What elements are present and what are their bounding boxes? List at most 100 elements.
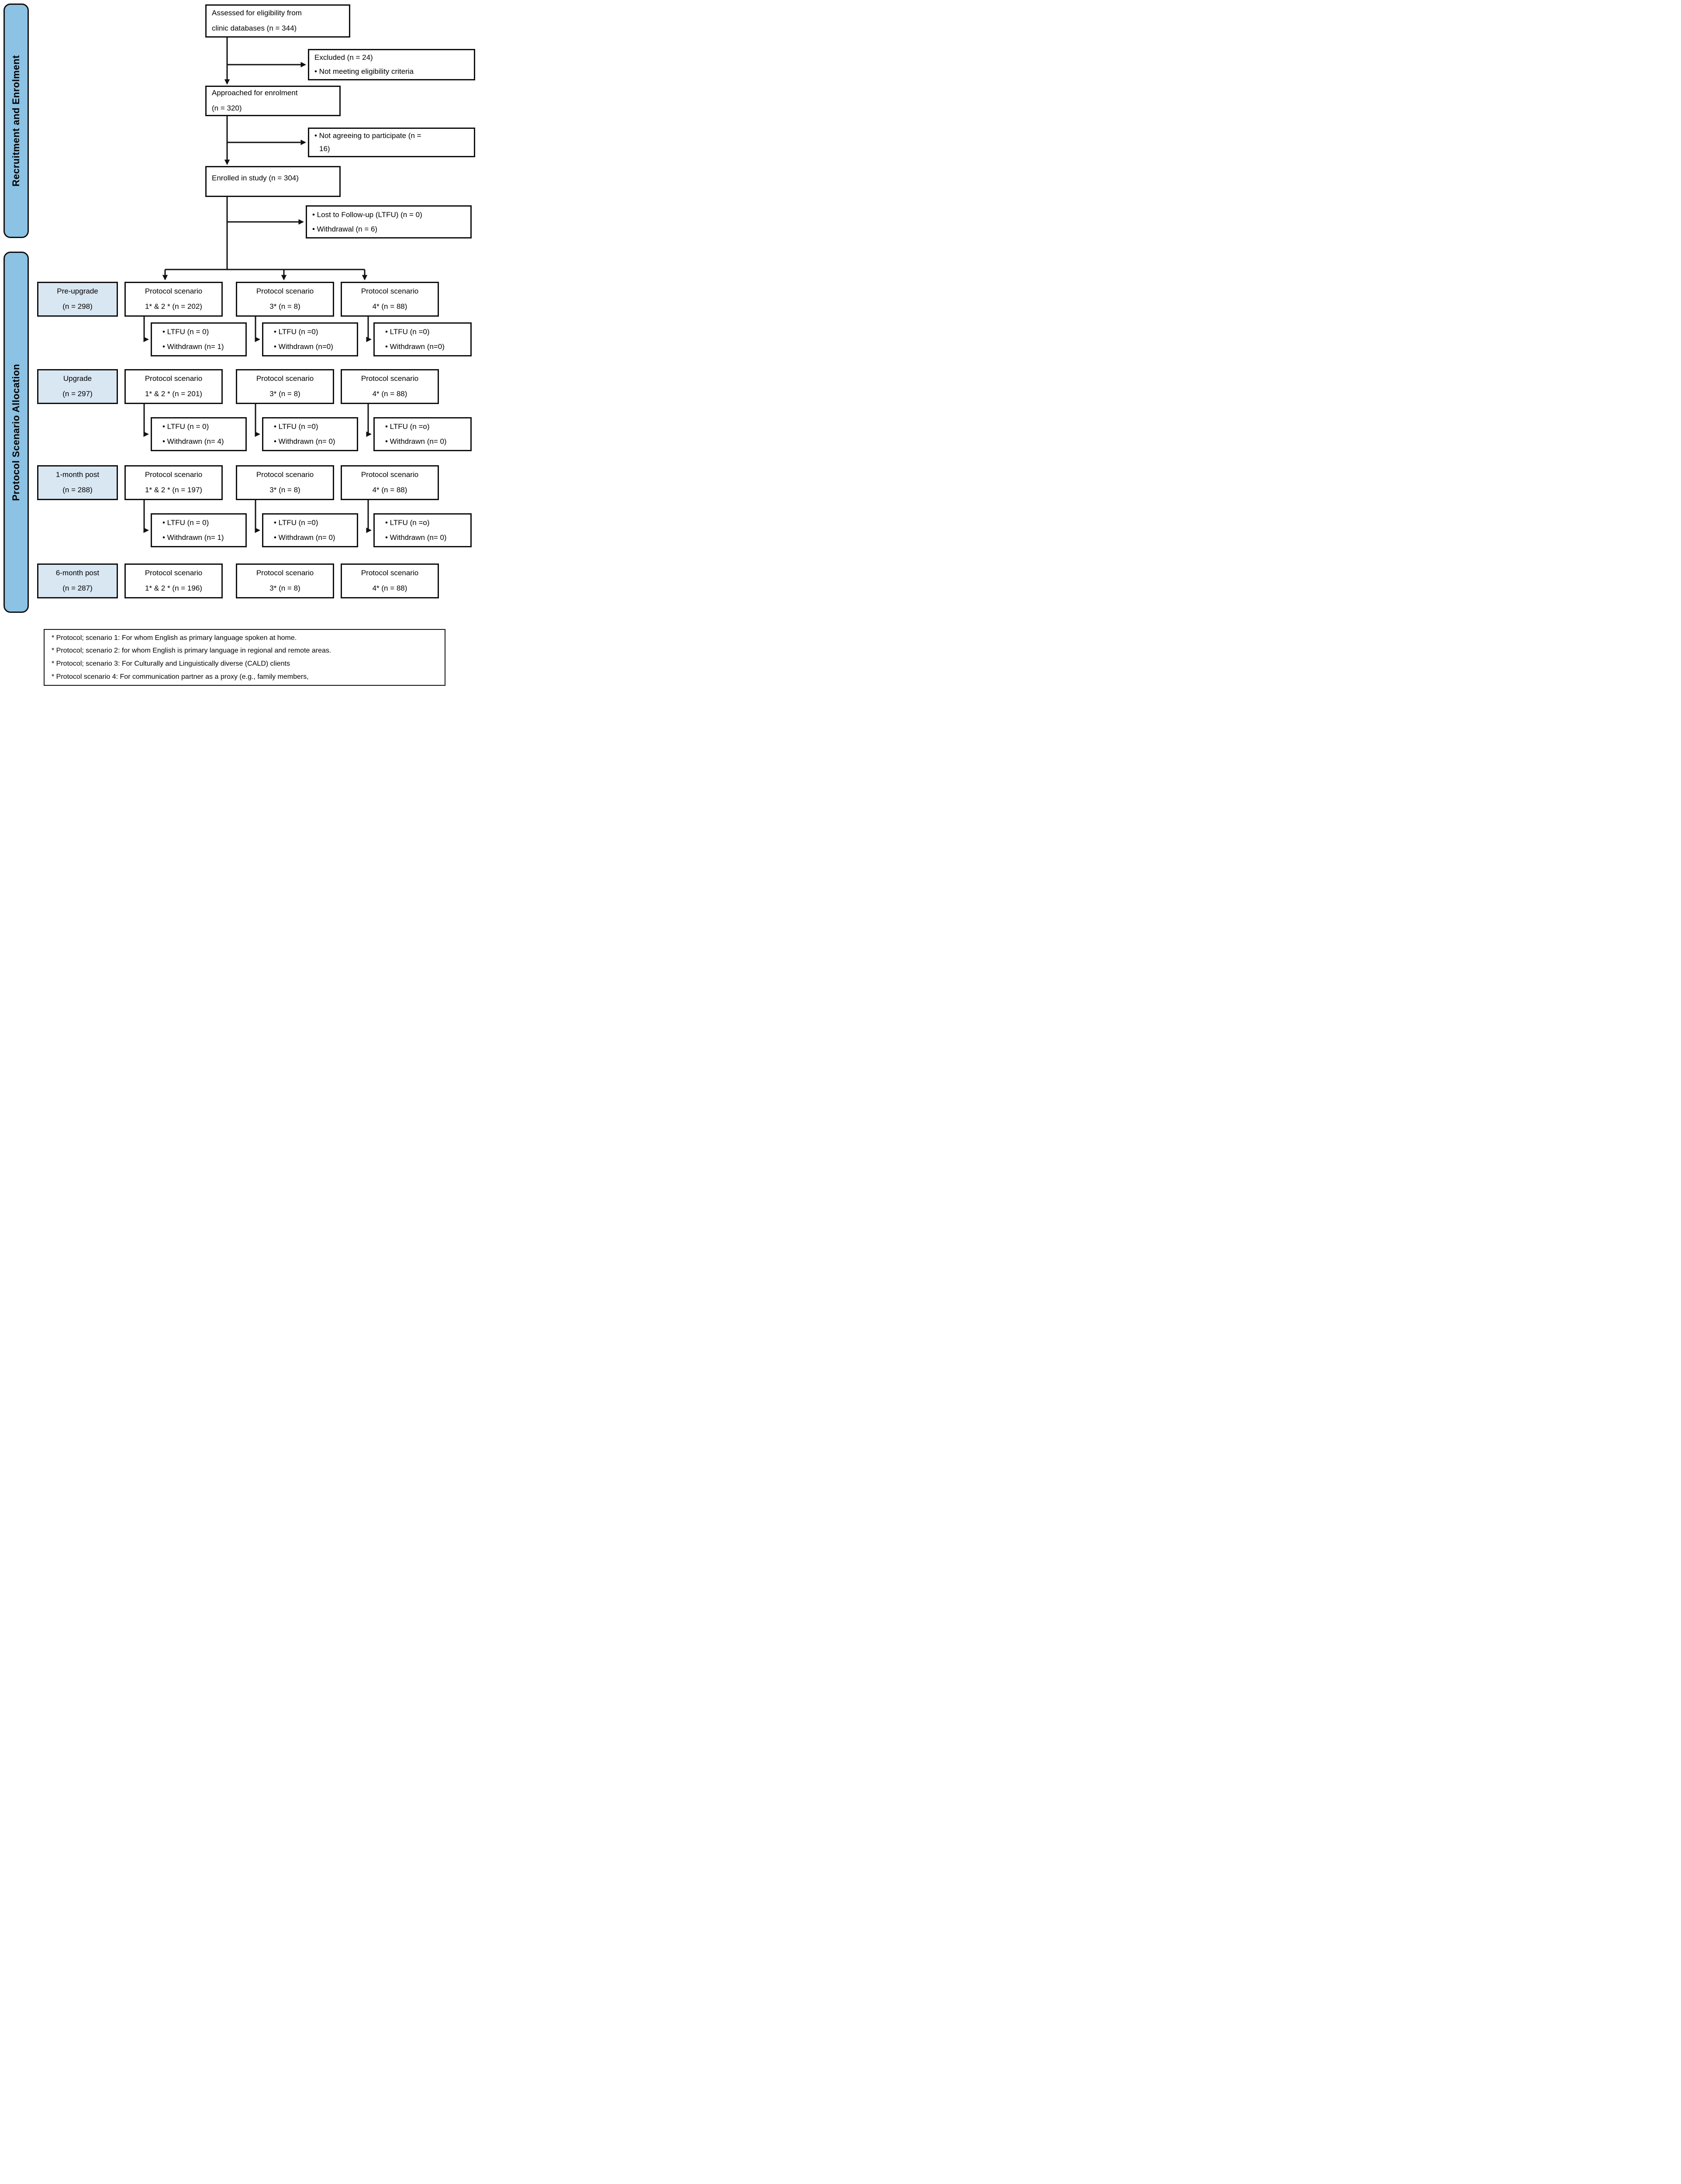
attrition-box: • Lost to Follow-up (LTFU) (n = 0) • Wit… [306, 205, 472, 238]
assessed-box: Assessed for eligibility from clinic dat… [205, 4, 350, 38]
elbow-row2-col3 [366, 404, 372, 437]
row-label-pre-upgrade: Pre-upgrade (n = 298) [37, 282, 118, 317]
row-label-line1: Upgrade [63, 374, 92, 383]
sub-bullet-ltfu: • LTFU (n = 0) [162, 328, 209, 336]
consort-flow-diagram: Recruitment and Enrolment Protocol Scena… [0, 0, 480, 688]
protocol-box-r4c2: Protocol scenario 3* (n = 8) [236, 563, 334, 598]
sub-bullet-ltfu: • LTFU (n =0) [274, 422, 318, 431]
sub-bullet-withdrawn: • Withdrawn (n= 0) [274, 533, 335, 542]
protocol-box-r2c3: Protocol scenario 4* (n = 88) [341, 369, 439, 404]
sub-bullet-withdrawn: • Withdrawn (n= 4) [162, 437, 224, 446]
sub-bullet-ltfu: • LTFU (n =0) [385, 328, 430, 336]
elbow-row2-col1 [143, 404, 149, 437]
sub-bullet-withdrawn: • Withdrawn (n= 1) [162, 342, 224, 351]
enrolled-box: Enrolled in study (n = 304) [205, 166, 341, 197]
protocol-line2: 1* & 2 * (n = 197) [145, 486, 202, 494]
attrition-sub-box-r3c1: • LTFU (n = 0) • Withdrawn (n= 1) [151, 513, 247, 547]
attrition-sub-box-r3c3: • LTFU (n =o) • Withdrawn (n= 0) [373, 513, 472, 547]
protocol-box-r4c3: Protocol scenario 4* (n = 88) [341, 563, 439, 598]
not-agreeing-box: • Not agreeing to participate (n = 16) [308, 128, 475, 157]
protocol-line2: 3* (n = 8) [269, 486, 300, 494]
row-label-line2: (n = 287) [62, 584, 93, 592]
attrition-sub-box-r2c2: • LTFU (n =0) • Withdrawn (n= 0) [262, 417, 358, 451]
protocol-box-r1c2: Protocol scenario 3* (n = 8) [236, 282, 334, 317]
elbow-row3-col1 [143, 500, 149, 533]
protocol-box-r1c1: Protocol scenario 1* & 2 * (n = 202) [124, 282, 223, 317]
protocol-line1: Protocol scenario [145, 470, 203, 479]
sub-bullet-ltfu: • LTFU (n =o) [385, 422, 430, 431]
row-label-line2: (n = 288) [62, 486, 93, 494]
sub-bullet-withdrawn: • Withdrawn (n= 1) [162, 533, 224, 542]
protocol-line2: 3* (n = 8) [269, 302, 300, 311]
protocol-box-r3c3: Protocol scenario 4* (n = 88) [341, 465, 439, 500]
sub-bullet-withdrawn: • Withdrawn (n= 0) [385, 533, 447, 542]
sub-bullet-ltfu: • LTFU (n =0) [274, 518, 318, 527]
protocol-box-r4c1: Protocol scenario 1* & 2 * (n = 196) [124, 563, 223, 598]
elbow-row1-col3 [366, 317, 372, 342]
elbow-row3-col2 [255, 500, 260, 533]
excluded-box: Excluded (n = 24) • Not meeting eligibil… [308, 49, 475, 80]
protocol-line2: 4* (n = 88) [372, 584, 407, 592]
protocol-box-r2c1: Protocol scenario 1* & 2 * (n = 201) [124, 369, 223, 404]
attrition-sub-box-r1c1: • LTFU (n = 0) • Withdrawn (n= 1) [151, 322, 247, 356]
protocol-line2: 3* (n = 8) [269, 390, 300, 398]
stage-banner-recruitment-label: Recruitment and Enrolment [10, 55, 21, 187]
sub-bullet-withdrawn: • Withdrawn (n=0) [274, 342, 333, 351]
protocol-line2: 1* & 2 * (n = 202) [145, 302, 202, 311]
elbow-row2-col2 [255, 404, 260, 437]
row-label-line1: Pre-upgrade [57, 287, 98, 296]
footnote-line-2: * Protocol; scenario 2: for whom English… [52, 647, 331, 655]
elbow-row3-col3 [366, 500, 372, 533]
not-agreeing-bullet: • Not agreeing to participate (n = 16) [314, 131, 421, 153]
footnote-box: * Protocol; scenario 1: For whom English… [44, 629, 445, 686]
protocol-line1: Protocol scenario [361, 569, 419, 577]
attrition-sub-box-r2c1: • LTFU (n = 0) • Withdrawn (n= 4) [151, 417, 247, 451]
sub-bullet-ltfu: • LTFU (n = 0) [162, 422, 209, 431]
approached-line1: Approached for enrolment [212, 89, 298, 97]
row-label-6-month-post: 6-month post (n = 287) [37, 563, 118, 598]
elbow-row1-col2 [255, 317, 260, 342]
attrition-sub-box-r3c2: • LTFU (n =0) • Withdrawn (n= 0) [262, 513, 358, 547]
protocol-line2: 4* (n = 88) [372, 486, 407, 494]
attrition-sub-box-r1c3: • LTFU (n =0) • Withdrawn (n=0) [373, 322, 472, 356]
attrition-sub-box-r2c3: • LTFU (n =o) • Withdrawn (n= 0) [373, 417, 472, 451]
protocol-line1: Protocol scenario [361, 287, 419, 296]
row-label-line2: (n = 297) [62, 390, 93, 398]
protocol-line2: 1* & 2 * (n = 196) [145, 584, 202, 592]
approached-line2: (n = 320) [212, 104, 242, 112]
protocol-line1: Protocol scenario [145, 374, 203, 383]
stage-banner-recruitment: Recruitment and Enrolment [3, 3, 29, 238]
protocol-line1: Protocol scenario [256, 287, 314, 296]
protocol-box-r3c1: Protocol scenario 1* & 2 * (n = 197) [124, 465, 223, 500]
row-label-line1: 1-month post [55, 470, 100, 479]
sub-bullet-ltfu: • LTFU (n =0) [274, 328, 318, 336]
protocol-line1: Protocol scenario [256, 569, 314, 577]
approached-box: Approached for enrolment (n = 320) [205, 86, 341, 116]
protocol-line1: Protocol scenario [256, 470, 314, 479]
assessed-line2: clinic databases (n = 344) [212, 24, 297, 32]
row-label-line1: 6-month post [55, 569, 100, 577]
attrition-sub-box-r1c2: • LTFU (n =0) • Withdrawn (n=0) [262, 322, 358, 356]
stage-banner-allocation: Protocol Scenario Allocation [3, 252, 29, 613]
footnote-line-1: * Protocol; scenario 1: For whom English… [52, 634, 297, 642]
excluded-title: Excluded (n = 24) [314, 53, 373, 62]
attrition-bullet-withdrawal: • Withdrawal (n = 6) [312, 225, 378, 233]
row-label-upgrade: Upgrade (n = 297) [37, 369, 118, 404]
enrolled-text: Enrolled in study (n = 304) [212, 174, 299, 182]
protocol-line2: 4* (n = 88) [372, 302, 407, 311]
protocol-line2: 3* (n = 8) [269, 584, 300, 592]
protocol-line1: Protocol scenario [361, 470, 419, 479]
footnote-line-4: * Protocol scenario 4: For communication… [52, 673, 309, 681]
protocol-box-r1c3: Protocol scenario 4* (n = 88) [341, 282, 439, 317]
elbow-row1-col1 [143, 317, 149, 342]
attrition-bullet-ltfu: • Lost to Follow-up (LTFU) (n = 0) [312, 210, 422, 219]
row-label-1-month-post: 1-month post (n = 288) [37, 465, 118, 500]
protocol-line2: 4* (n = 88) [372, 390, 407, 398]
sub-bullet-ltfu: • LTFU (n =o) [385, 518, 430, 527]
sub-bullet-withdrawn: • Withdrawn (n= 0) [385, 437, 447, 446]
stage-banner-allocation-label: Protocol Scenario Allocation [10, 363, 21, 501]
protocol-line1: Protocol scenario [256, 374, 314, 383]
protocol-line1: Protocol scenario [145, 287, 203, 296]
protocol-line1: Protocol scenario [361, 374, 419, 383]
footnote-line-3: * Protocol; scenario 3: For Culturally a… [52, 660, 290, 667]
